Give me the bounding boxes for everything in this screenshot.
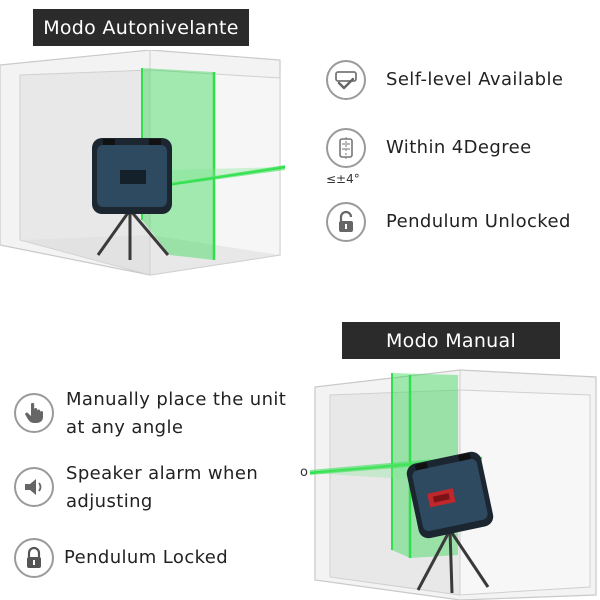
angle-tolerance-note: ≤±4° [326,172,360,186]
feature-pendulum-locked: Pendulum Locked [14,538,228,578]
feature-self-level: Self-level Available [326,60,563,100]
speaker-alarm-line2: adjusting [66,491,153,512]
speaker-alarm-line1: Speaker alarm when [66,463,259,484]
manual-placement-line2: at any angle [66,417,184,438]
pendulum-locked-label: Pendulum Locked [64,547,229,568]
within-4-degree-label: Within 4Degree [386,137,532,158]
manual-mode-banner: Modo Manual [342,322,560,359]
hand-pointer-icon [14,393,54,433]
auto-mode-illustration [0,50,286,276]
auto-mode-title: Modo Autonivelante [43,16,239,39]
manual-placement-line1: Manually place the unit [66,389,287,410]
side-mark: o [300,465,308,480]
manual-mode-title: Modo Manual [385,329,517,352]
pendulum-unlocked-label: Pendulum Unlocked [386,211,571,232]
speaker-alarm-text: Speaker alarm when adjusting [66,460,258,516]
tilt-angle-icon [326,128,366,168]
feature-manual-placement: Manually place the unit at any angle [14,386,286,442]
feature-speaker-alarm: Speaker alarm when adjusting [14,460,258,516]
feature-within-4-degree: Within 4Degree [326,128,532,168]
self-level-label: Self-level Available [386,69,564,90]
unlocked-padlock-icon [326,202,366,242]
locked-padlock-icon [14,538,54,578]
speaker-icon [14,467,54,507]
feature-pendulum-unlocked: Pendulum Unlocked [326,202,571,242]
manual-mode-illustration [309,369,597,600]
auto-mode-banner: Modo Autonivelante [33,9,249,46]
manual-placement-text: Manually place the unit at any angle [66,386,286,442]
self-level-icon [326,60,366,100]
